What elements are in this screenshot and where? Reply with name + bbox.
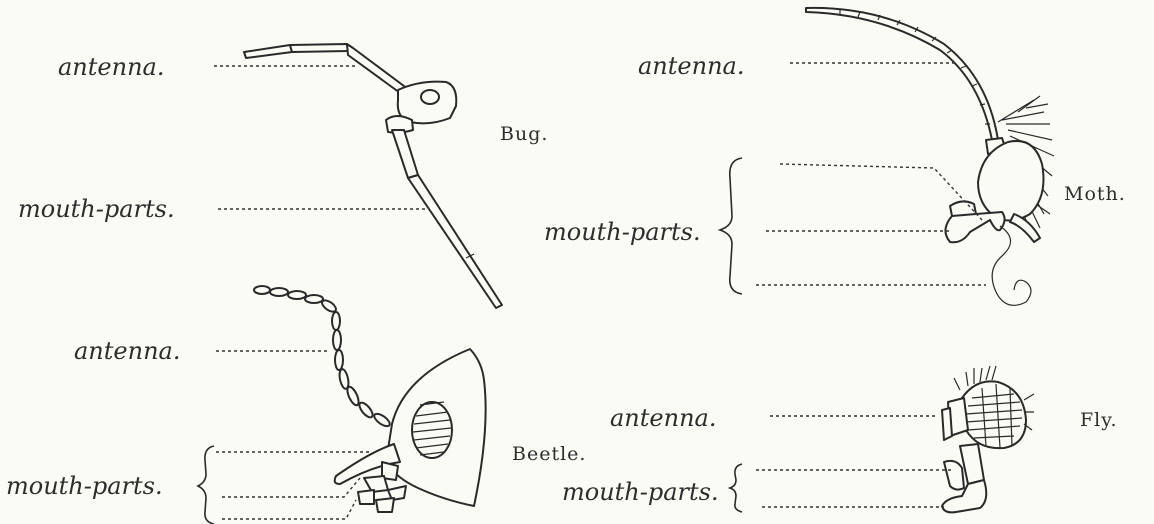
beetle-antenna-label: antenna.: [74, 337, 180, 365]
beetle-mouthparts-label: mouth-parts.: [6, 472, 163, 500]
moth-figure: antenna. mouth-parts. Moth.: [544, 8, 1126, 305]
bug-mouthparts-label: mouth-parts.: [18, 195, 175, 223]
moth-antenna-label: antenna.: [638, 52, 744, 80]
moth-mouthparts-label: mouth-parts.: [544, 218, 701, 246]
beetle-name-label: Beetle.: [512, 443, 586, 465]
beetle-mouthparts-brace: [198, 446, 214, 524]
moth-drawing: [806, 8, 1054, 305]
beetle-drawing: [254, 286, 486, 512]
fly-mouthparts-brace: [730, 464, 742, 512]
bug-antenna-label: antenna.: [58, 53, 164, 81]
fly-drawing: [942, 366, 1034, 512]
moth-mouthparts-brace: [720, 158, 742, 294]
fly-mouthparts-label: mouth-parts.: [562, 478, 719, 506]
moth-name-label: Moth.: [1064, 183, 1126, 205]
bug-figure: antenna. mouth-parts. Bug.: [18, 44, 548, 308]
beetle-figure: antenna. mouth-parts. Beetle.: [6, 286, 586, 524]
beetle-mouthparts-leader-3: [222, 500, 356, 519]
bug-drawing: [244, 44, 502, 308]
bug-name-label: Bug.: [500, 123, 548, 145]
fly-antenna-label: antenna.: [610, 404, 716, 432]
fly-name-label: Fly.: [1080, 409, 1118, 431]
fly-figure: antenna. mouth-parts. Fly.: [562, 366, 1118, 512]
